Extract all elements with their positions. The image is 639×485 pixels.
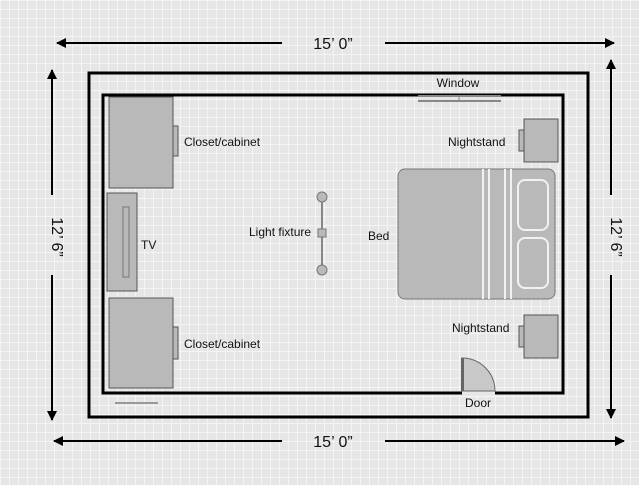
door-swing — [461, 357, 496, 392]
bed-pillow-bottom — [517, 237, 549, 289]
closet-top: Closet/cabinet — [108, 96, 261, 189]
closet-bottom-handle — [172, 326, 179, 360]
nightstand-top-body — [523, 118, 559, 163]
closet-top-body — [108, 96, 174, 189]
window-label: Window — [437, 76, 480, 90]
bed-frame — [397, 168, 556, 300]
dimension-right-label: 12’ 6” — [607, 217, 624, 256]
tv-label: TV — [141, 238, 156, 252]
door-opening — [462, 390, 495, 396]
window: Window — [418, 76, 501, 102]
light-bulb-top — [316, 191, 328, 203]
dimension-right: 12’ 6” — [606, 59, 624, 419]
closet-bottom-body — [108, 297, 174, 389]
light-bulb-bottom — [316, 264, 328, 276]
light-fixture-center — [317, 228, 327, 238]
nightstand-top: Nightstand — [448, 118, 559, 163]
light-fixture: Light fixture — [249, 191, 328, 276]
dimension-top-label: 15’ 0” — [313, 36, 352, 53]
dimension-bottom-label: 15’ 0” — [313, 434, 352, 451]
bed-label: Bed — [368, 229, 389, 243]
bed-pillow-top — [517, 179, 549, 231]
bed: Bed — [368, 168, 556, 300]
nightstand-top-label: Nightstand — [448, 135, 505, 149]
closet-bottom-label: Closet/cabinet — [184, 337, 261, 351]
light-fixture-label: Light fixture — [249, 225, 311, 239]
door-leaf — [461, 358, 464, 391]
nightstand-bottom-drawer — [518, 325, 525, 348]
door: Door — [461, 357, 496, 410]
tv-stand — [106, 192, 138, 292]
nightstand-top-drawer — [518, 129, 525, 152]
nightstand-bottom: Nightstand — [452, 314, 559, 359]
inner-wall — [101, 93, 565, 395]
nightstand-bottom-label: Nightstand — [452, 321, 509, 335]
nightstand-bottom-body — [523, 314, 559, 359]
dimension-left: 12’ 6” — [47, 69, 65, 421]
tv: TV — [106, 192, 156, 292]
closet-bottom: Closet/cabinet — [108, 297, 261, 389]
dimension-left-label: 12’ 6” — [48, 217, 65, 256]
outer-wall — [87, 71, 590, 419]
tv-screen — [122, 206, 130, 278]
closet-top-label: Closet/cabinet — [184, 135, 261, 149]
closet-top-handle — [172, 125, 179, 157]
dimension-top: 15’ 0” — [56, 36, 615, 53]
door-label: Door — [465, 396, 491, 410]
dimension-bottom: 15’ 0” — [53, 434, 625, 451]
